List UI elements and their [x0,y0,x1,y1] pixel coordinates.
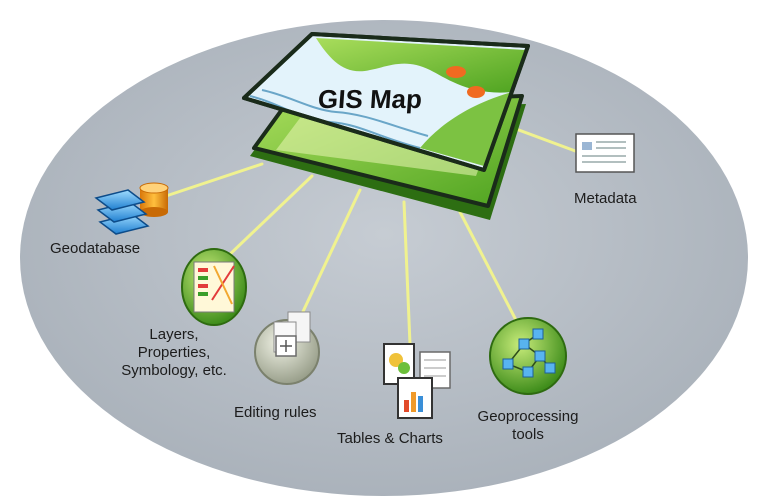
connector-geoprocessing [458,210,520,326]
connector-lines [164,124,580,346]
label-tables-charts: Tables & Charts [337,430,443,447]
connector-tables [402,200,412,346]
background-ellipse [20,20,748,496]
label-editing-rules: Editing rules [234,404,317,421]
connector-editing [298,188,362,320]
tables-charts-icon [383,343,451,419]
label-geoprocessing-line1: Geoprocessing [477,408,579,425]
label-layers: Layers, Properties, Symbology, etc. [118,326,230,380]
label-geodatabase: Geodatabase [50,240,141,257]
label-layers-line3: Symbology, etc. [121,362,227,379]
label-geoprocessing-line2: tools [512,426,544,443]
gis-map-icon [242,32,530,220]
label-layers-line2: Properties, [137,344,211,361]
connector-layers [224,174,314,260]
geodatabase-icon [94,182,169,235]
metadata-icon [575,133,635,173]
label-metadata: Metadata [574,190,637,207]
geoprocessing-icon [489,317,567,395]
map-title: GIS Map [316,84,424,114]
label-layers-line1: Layers, [149,326,199,343]
label-geoprocessing: Geoprocessing tools [472,408,584,444]
editing-rules-icon [254,311,320,385]
connector-geodatabase [164,162,264,198]
layers-icon [181,248,247,326]
connector-metadata [506,124,580,154]
